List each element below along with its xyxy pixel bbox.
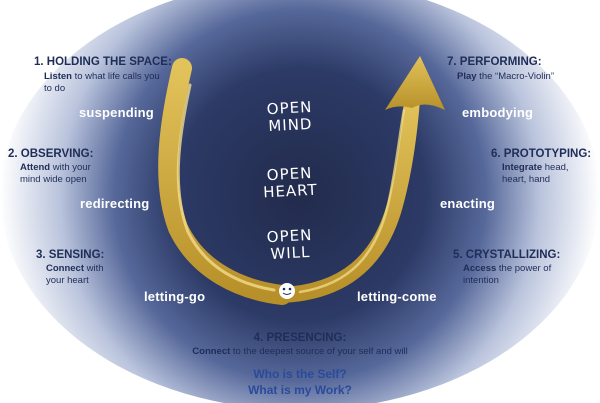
stage-7-description: Play the “Macro-Violin” [457,71,554,82]
state-letting-come: letting-come [357,289,437,304]
u-arrow-left-stroke [158,58,292,305]
stage-6-description: Integrate head, heart, hand [502,162,569,185]
stage-3-description: Connect with your heart [46,263,104,286]
u-arrow-right-stroke [274,92,420,303]
state-letting-go: letting-go [144,289,206,304]
stage-7-title: 7. PERFORMING: [447,56,542,68]
stage-3-title: 3. SENSING: [36,249,105,261]
smiley-icon [279,283,295,299]
state-suspending: suspending [79,105,154,120]
u-arrow-brush-highlight-right [298,108,406,294]
stage-2-title: 2. OBSERVING: [8,148,94,160]
state-redirecting: redirecting [80,196,150,211]
question-self: Who is the Self? [253,367,347,381]
state-enacting: enacting [440,196,496,211]
stage-2-description: Attend with your mind wide open [20,162,91,185]
u-arrow-head [385,56,445,110]
stage-5-title: 5. CRYSTALLIZING: [453,249,561,261]
stage-1-description: Listen to what life calls you to do [44,71,160,94]
stage-5-description: Access the power of intention [463,263,552,286]
u-arrow-brush-highlight [176,83,276,292]
state-embodying: embodying [462,105,534,120]
question-work: What is my Work? [248,383,352,397]
stage-4-description: Connect to the deepest source of your se… [192,346,408,357]
stage-4-title: 4. PRESENCING: [253,332,347,344]
stage-1-title: 1. HOLDING THE SPACE: [34,56,172,68]
stage-6-title: 6. PROTOTYPING: [491,148,592,160]
u-arrow [158,56,445,305]
